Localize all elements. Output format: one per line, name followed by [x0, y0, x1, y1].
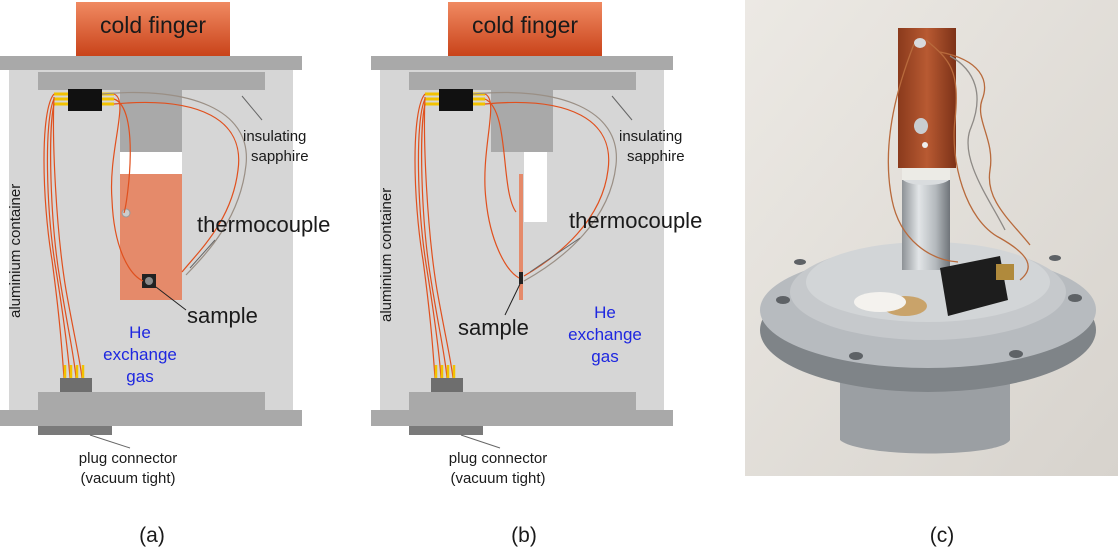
- plug-label-1: plug connector: [449, 450, 547, 467]
- thermocouple-label: thermocouple: [569, 208, 702, 233]
- top-lid: [371, 56, 673, 70]
- base-cylinder: [840, 370, 1010, 454]
- he-label-2: exchange: [103, 345, 177, 364]
- screw-hole: [121, 208, 131, 218]
- sample-leader: [155, 286, 187, 311]
- plug-label-1: plug connector: [79, 450, 177, 467]
- wires-to-sample: [472, 91, 617, 282]
- sample-mark: [519, 272, 523, 284]
- panel-c-photo: (c): [745, 0, 1118, 547]
- cold-finger-block: [76, 2, 230, 56]
- inner-top-plate: [409, 72, 636, 90]
- he-label-3: gas: [126, 367, 153, 386]
- bottom-lid: [0, 410, 302, 426]
- plug-connector-inner: [431, 378, 463, 392]
- flange-bolt-holes: [776, 255, 1082, 360]
- sapphire-leader: [611, 95, 633, 121]
- sapphire-spacer: [120, 152, 182, 174]
- pin-connector: [68, 89, 102, 111]
- sapphire-label-2: sapphire: [251, 148, 309, 165]
- sapphire-piece: [902, 166, 950, 180]
- caption-a: (a): [139, 524, 165, 547]
- plug-leader: [89, 434, 131, 449]
- cold-finger-label: cold finger: [472, 12, 578, 38]
- copper-screw: [914, 118, 928, 134]
- container-label: aluminium container: [7, 184, 24, 318]
- sapphire-label-1: insulating: [243, 128, 306, 145]
- cold-finger-label: cold finger: [100, 12, 206, 38]
- photo-wires: [887, 39, 1031, 281]
- sapphire-label-2: sapphire: [627, 148, 685, 165]
- sample-leader: [504, 283, 521, 316]
- panel-b: cold finger: [371, 2, 702, 547]
- he-label-2: exchange: [568, 325, 642, 344]
- inner-bottom-plate: [38, 392, 265, 410]
- sample-strip: [519, 174, 523, 300]
- copper-hole: [922, 142, 928, 148]
- sample-label: sample: [458, 315, 529, 340]
- black-connector: [940, 256, 1008, 316]
- he-label-3: gas: [591, 347, 618, 366]
- panel-a: cold finger: [0, 2, 330, 547]
- pin-connector: [439, 89, 473, 111]
- he-label-1: He: [129, 323, 151, 342]
- copper-top-contact: [914, 38, 926, 48]
- white-residue: [854, 292, 906, 312]
- thermocouple-label: thermocouple: [197, 212, 330, 237]
- center-post: [902, 178, 950, 270]
- plug-connector-outer: [38, 426, 112, 435]
- cold-finger-insert: [120, 90, 182, 152]
- sapphire-leader: [241, 95, 263, 121]
- sample-label: sample: [187, 303, 258, 328]
- inner-top-plate: [38, 72, 265, 90]
- plug-pins: [63, 365, 85, 378]
- wires-to-plug: [414, 93, 454, 379]
- plug-connector-inner: [60, 378, 92, 392]
- plug-label-2: (vacuum tight): [450, 470, 545, 487]
- plug-leader: [460, 434, 501, 449]
- caption-b: (b): [511, 524, 537, 547]
- wires-to-sample: [101, 91, 247, 282]
- wires-to-plug: [43, 93, 83, 379]
- container-label: aluminium container: [378, 188, 395, 322]
- inner-bottom-plate: [409, 392, 636, 410]
- cold-finger-block: [448, 2, 602, 56]
- sapphire-label-1: insulating: [619, 128, 682, 145]
- connector-pins-photo: [996, 264, 1014, 280]
- plug-pins: [434, 365, 456, 378]
- bottom-lid: [371, 410, 673, 426]
- plug-connector-outer: [409, 426, 483, 435]
- top-lid: [0, 56, 302, 70]
- thermocouple-leader: [189, 239, 216, 269]
- caption-c: (c): [930, 524, 955, 547]
- connector-pins: [54, 92, 114, 106]
- he-label-1: He: [594, 303, 616, 322]
- plug-label-2: (vacuum tight): [80, 470, 175, 487]
- sapphire-spacer: [524, 152, 547, 222]
- cold-finger-insert: [491, 90, 553, 152]
- sample-dot: [145, 277, 153, 285]
- thermocouple-leader: [529, 237, 581, 273]
